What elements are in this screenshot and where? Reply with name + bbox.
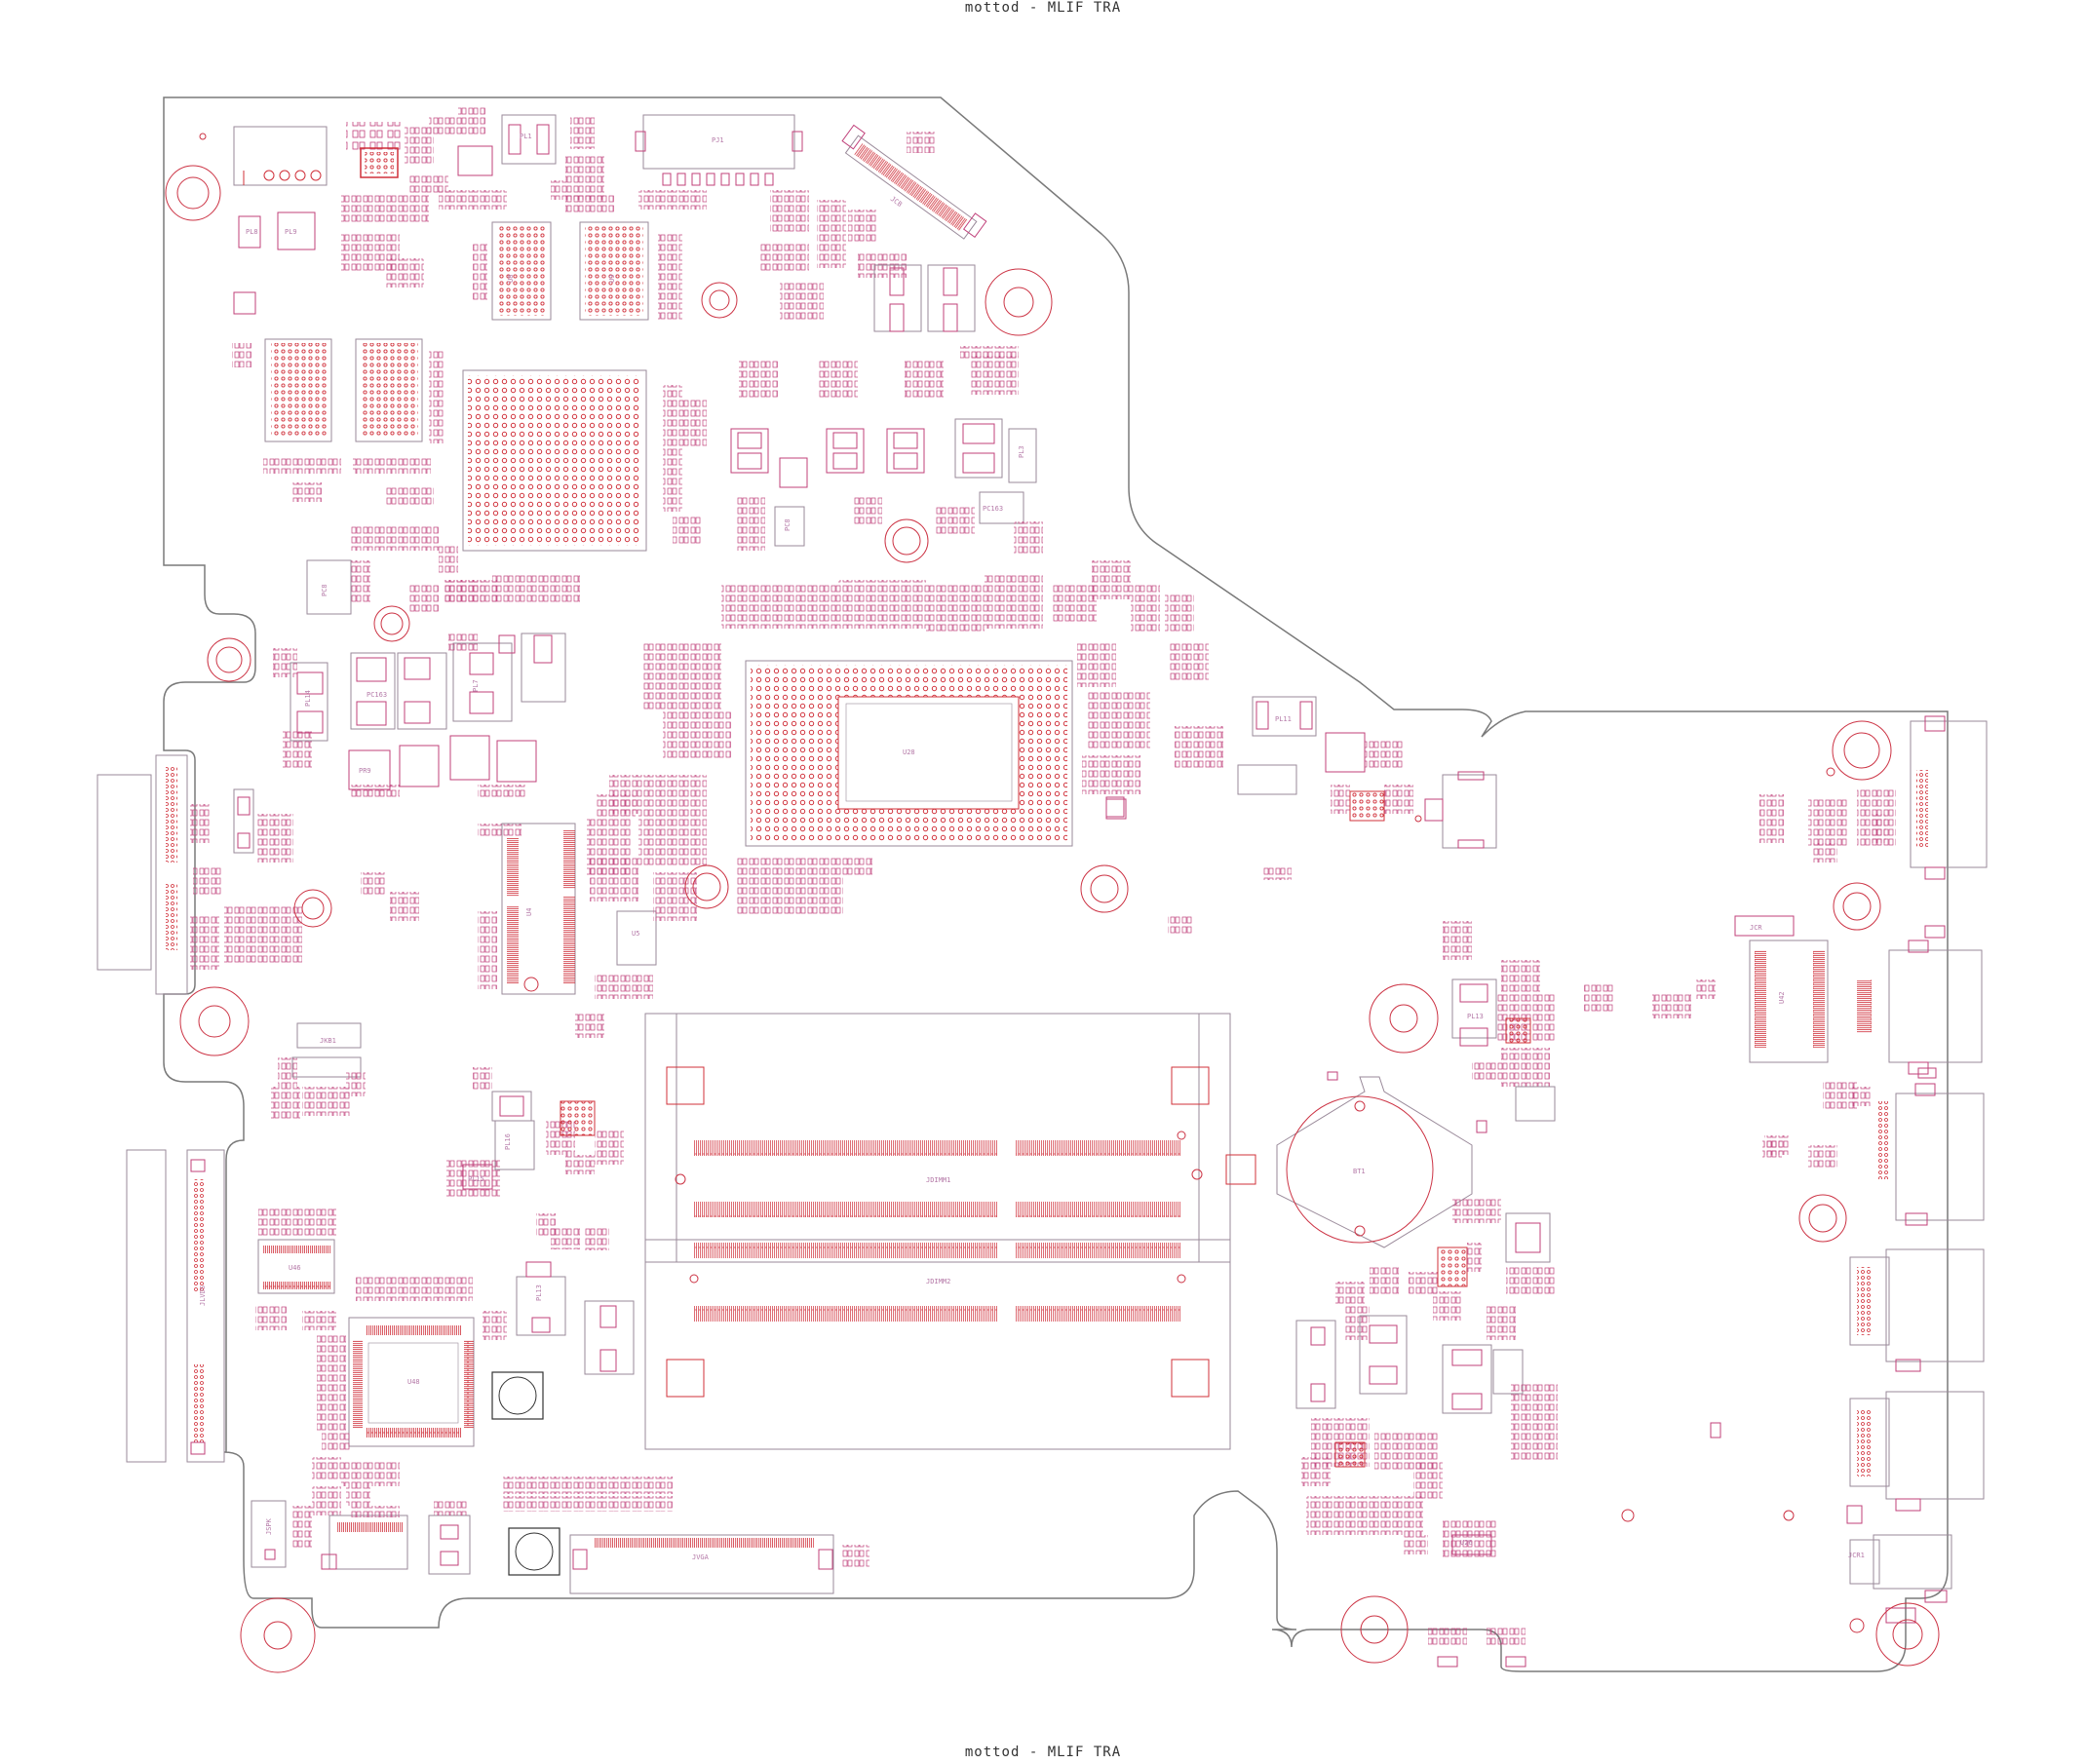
label-pl13: PL13 [535, 1285, 543, 1301]
label-u9: U9 [608, 275, 616, 283]
label-jkb1: JKB1 [320, 1037, 336, 1045]
label-jlvds: JLVDS [199, 1285, 207, 1306]
dimm-slot-2 [644, 1239, 1231, 1450]
label-jcr1: JCR1 [1848, 1552, 1865, 1559]
label-pj1: PJ1 [712, 136, 724, 144]
audio-jack [1873, 1534, 1952, 1590]
memory-chip [355, 338, 423, 442]
label-pl13b: PL13 [1467, 1013, 1484, 1020]
label-pl3: PL3 [1018, 445, 1025, 458]
film-label-bottom: mottod - MLIF TRA [964, 1745, 1122, 1760]
edge-connector-1 [1910, 720, 1988, 868]
svg-text:BT1: BT1 [1353, 1168, 1366, 1175]
label-pl16: PL16 [504, 1133, 512, 1150]
label-pl8: PL8 [246, 228, 258, 236]
label-pl1: PL1 [520, 133, 532, 140]
label-jdimm2: JDIMM2 [926, 1278, 950, 1285]
label-jcr: JCR [1750, 924, 1762, 932]
label-pc8: PC8 [784, 518, 792, 531]
memory-chip [491, 221, 552, 321]
label-u26: U26 [1460, 1539, 1473, 1547]
memory-chip [579, 221, 649, 321]
smd-array [346, 122, 405, 151]
label-pc8b: PC8 [321, 584, 328, 596]
usb-port-1 [1885, 1248, 1985, 1362]
label-pl7: PL7 [472, 679, 480, 692]
label-u5: U5 [632, 930, 639, 938]
svg-text:JCB: JCB [889, 195, 904, 209]
label-u48: U48 [407, 1378, 420, 1386]
memory-chip [264, 338, 332, 442]
side-connector [97, 774, 152, 971]
label-pc163: PC163 [983, 505, 1003, 513]
label-u28: U28 [903, 748, 915, 756]
left-bottom-connector [126, 1149, 167, 1463]
board-outline [163, 96, 1949, 1672]
connector-jcb: JCB [841, 124, 987, 240]
label-u46: U46 [289, 1264, 301, 1272]
label-jvga: JVGA [692, 1553, 710, 1561]
film-label-top: mottod - MLIF TRA [964, 0, 1122, 16]
label-jdimm1: JDIMM1 [926, 1176, 950, 1184]
label-u4: U4 [525, 908, 533, 916]
power-jack [233, 126, 328, 186]
usb-port-2 [1885, 1391, 1985, 1500]
bottom-connector [569, 1534, 834, 1594]
mount-hole [165, 165, 221, 221]
label-pl15: PL15 [468, 1175, 484, 1183]
label-pr9: PR9 [359, 767, 371, 775]
label-pl11: PL11 [1275, 715, 1292, 723]
label-pc163b: PC163 [367, 691, 387, 699]
label-u8: U8 [507, 275, 515, 283]
edge-connector-2 [1888, 949, 1983, 1063]
label-pl9: PL9 [285, 228, 297, 236]
dimm-slot-1 [644, 1013, 1231, 1263]
cpu-bga [745, 660, 1073, 847]
connector-pj1 [642, 114, 795, 170]
label-jspk: JSPK [265, 1517, 273, 1535]
gpu-bga [462, 369, 647, 552]
coin-battery: BT1 [1276, 1076, 1473, 1248]
label-pl14: PL14 [304, 690, 312, 707]
edge-connector-3 [1895, 1093, 1985, 1221]
label-u42: U42 [1778, 991, 1786, 1004]
